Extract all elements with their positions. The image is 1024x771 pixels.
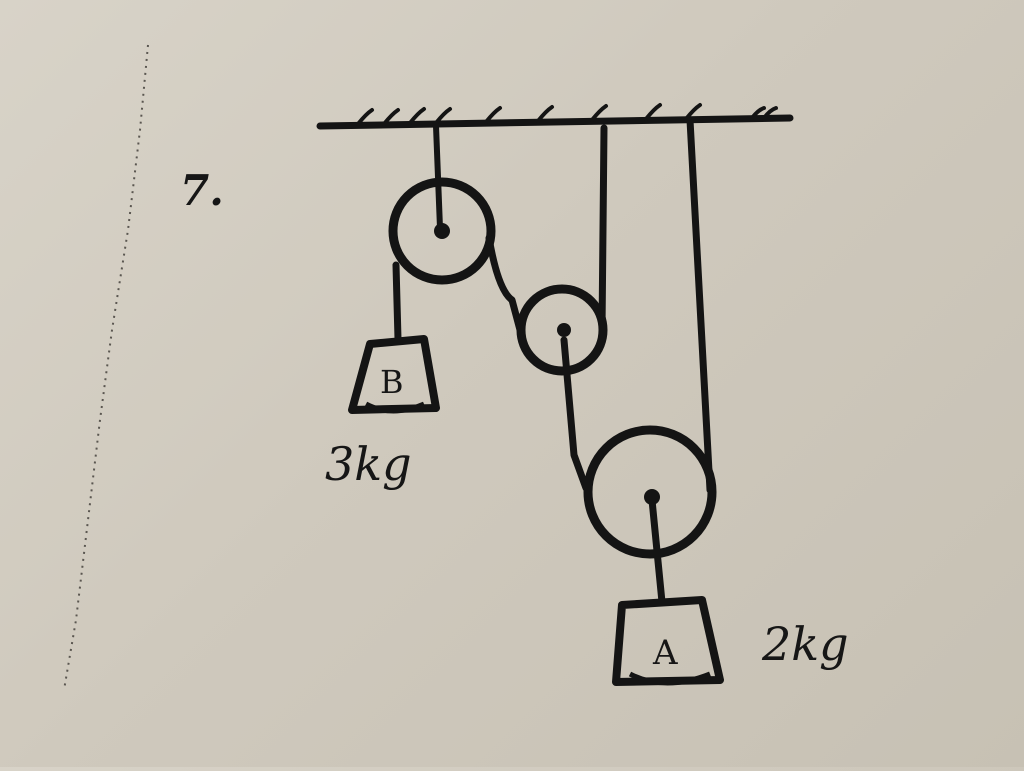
- ceiling-hatching: [356, 103, 778, 126]
- top-pulley: [388, 123, 496, 285]
- mass-b-label: B: [380, 363, 404, 401]
- middle-pulley-axle: [557, 323, 571, 337]
- middle-pulley: [516, 284, 608, 376]
- mass-a-value: 2kg: [761, 617, 849, 671]
- problem-number: 7.: [180, 166, 224, 215]
- mass-b-value: 3kg: [325, 437, 412, 491]
- ceiling: [316, 103, 794, 130]
- bottom-pulley: [583, 425, 717, 559]
- mass-b: B: [348, 335, 440, 414]
- mass-a: A: [612, 596, 724, 686]
- top-pulley-axle: [434, 223, 450, 239]
- margin-dots: [63, 44, 149, 691]
- mass-a-label: A: [652, 633, 678, 673]
- ropes: [392, 116, 714, 606]
